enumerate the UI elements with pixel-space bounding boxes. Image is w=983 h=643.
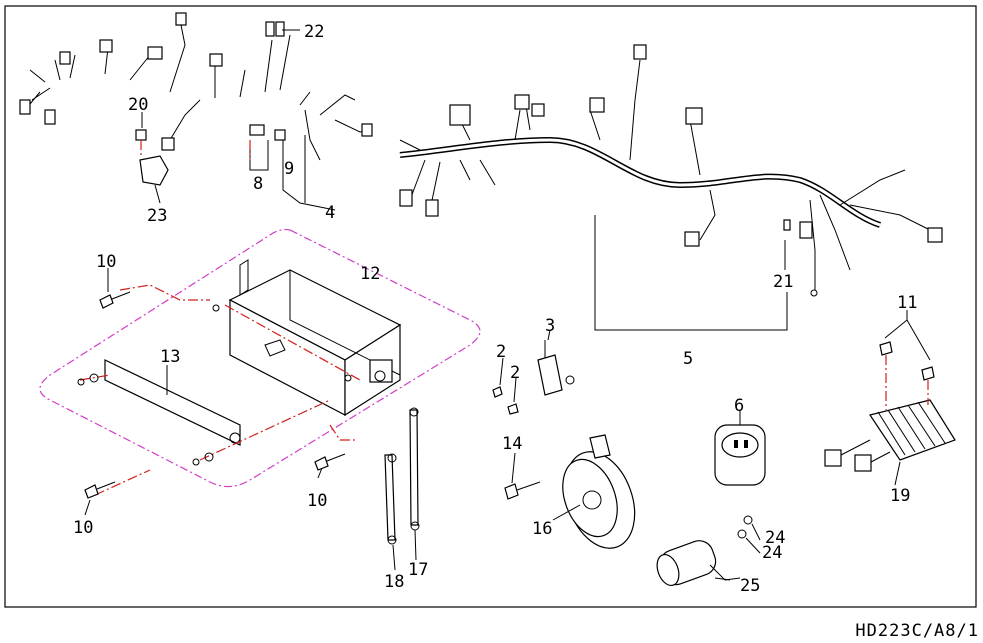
callout-14: 14 (502, 434, 522, 454)
relay-3 (537, 340, 575, 396)
screw-2b (507, 403, 519, 415)
switch-23 (135, 129, 169, 186)
callout-11: 11 (897, 293, 917, 313)
leader-11 (884, 310, 931, 361)
drawing-frame (4, 5, 977, 608)
callout-12: 12 (360, 264, 380, 284)
group-outline-12 (39, 228, 481, 488)
leader-8 (249, 140, 269, 171)
callout-16: 16 (532, 519, 552, 539)
leader-9-4 (282, 135, 336, 211)
screw-2a (492, 386, 503, 398)
solenoid-25 (656, 515, 753, 587)
battery-box (228, 259, 402, 417)
horn-16 (562, 434, 636, 549)
callout-23: 23 (147, 206, 167, 226)
callout-22: 22 (304, 22, 324, 42)
callout-19: 19 (890, 486, 910, 506)
wiring-harness-right (399, 44, 943, 297)
callout-10a: 10 (96, 252, 116, 272)
callout-5: 5 (683, 349, 693, 369)
callout-24a: 24 (765, 528, 785, 548)
bracket-13 (104, 359, 241, 446)
callout-18: 18 (384, 572, 404, 592)
leader-5 (594, 215, 788, 331)
callout-10c: 10 (307, 491, 327, 511)
callout-20: 20 (128, 95, 148, 115)
callout-2a: 2 (496, 342, 506, 362)
straps (384, 407, 420, 545)
callout-17: 17 (408, 560, 428, 580)
drawing-code: HD223C/A8/1 (855, 621, 979, 641)
wiring-harness-left (19, 12, 386, 161)
leader-lines (84, 112, 901, 581)
bolt-14 (504, 483, 519, 500)
callout-25: 25 (740, 576, 760, 596)
callout-10b: 10 (73, 518, 93, 538)
callout-21: 21 (773, 272, 793, 292)
bolts-10 (77, 291, 352, 499)
callout-4: 4 (325, 203, 335, 223)
callout-6: 6 (734, 396, 744, 416)
callout-9: 9 (284, 159, 294, 179)
callout-2b: 2 (510, 363, 520, 383)
callout-8: 8 (253, 174, 263, 194)
flasher-6 (714, 424, 766, 486)
callout-3: 3 (545, 316, 555, 336)
callout-24b: 24 (762, 543, 782, 563)
callout-13: 13 (160, 347, 180, 367)
regulator-19 (824, 341, 956, 472)
